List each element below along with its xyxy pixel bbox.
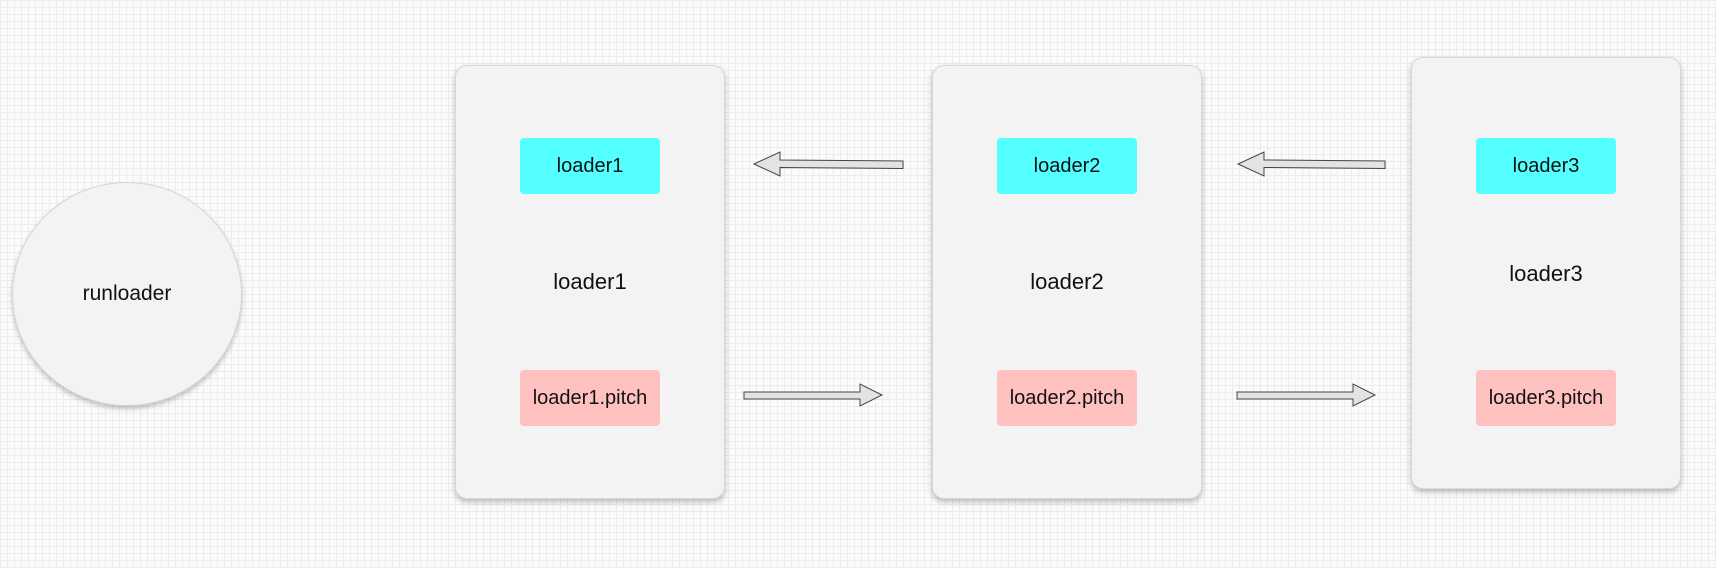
arrow-right-loader1-to-loader2 [743,383,884,407]
runloader-node: runloader [12,182,242,406]
loader3-pitch-label: loader3.pitch [1488,386,1604,409]
loader1-normal-box: loader1 [520,138,660,194]
loader2-pitch-label: loader2.pitch [1009,386,1125,409]
loader3-card: loader3 loader3 loader3.pitch [1411,57,1681,489]
loader2-name: loader2 [1030,269,1104,294]
loader1-pitch-box: loader1.pitch [520,370,660,426]
arrow-left-loader2-to-loader1 [752,151,904,177]
loader2-normal-label: loader2 [1033,154,1101,177]
arrow-left-loader3-to-loader2 [1236,151,1386,177]
loader1-normal-label: loader1 [556,154,624,177]
loader3-normal-label: loader3 [1512,154,1580,177]
loader3-name: loader3 [1509,261,1583,286]
loader2-pitch-box: loader2.pitch [997,370,1137,426]
loader3-pitch-box: loader3.pitch [1476,370,1616,426]
loader1-pitch-label: loader1.pitch [532,386,648,409]
loader2-normal-box: loader2 [997,138,1137,194]
loader3-normal-box: loader3 [1476,138,1616,194]
arrow-right-loader2-to-loader3 [1236,383,1377,407]
runloader-label: runloader [82,282,172,305]
loader1-card: loader1 loader1 loader1.pitch [455,65,725,499]
loader2-card: loader2 loader2 loader2.pitch [932,65,1202,499]
loader1-name: loader1 [553,269,627,294]
